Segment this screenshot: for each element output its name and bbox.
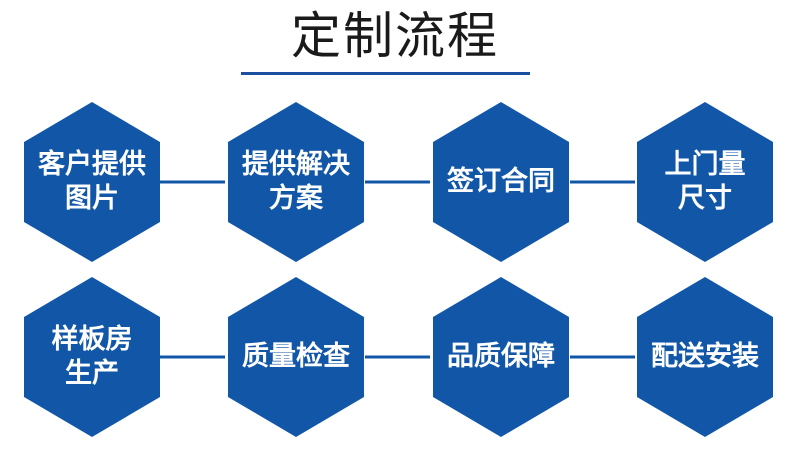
step-hexagon-7 <box>433 277 569 437</box>
step-hexagon-4 <box>637 102 773 262</box>
page-title: 定制流程 <box>291 7 499 65</box>
hexagons <box>24 102 773 437</box>
step-hexagon-5 <box>24 277 160 437</box>
title-underline <box>241 72 530 75</box>
step-hexagon-3 <box>433 102 569 262</box>
connectors <box>160 180 635 359</box>
step-hexagon-8 <box>637 277 773 437</box>
step-hexagon-2 <box>228 102 364 262</box>
step-hexagon-6 <box>228 277 364 437</box>
step-hexagon-1 <box>24 102 160 262</box>
